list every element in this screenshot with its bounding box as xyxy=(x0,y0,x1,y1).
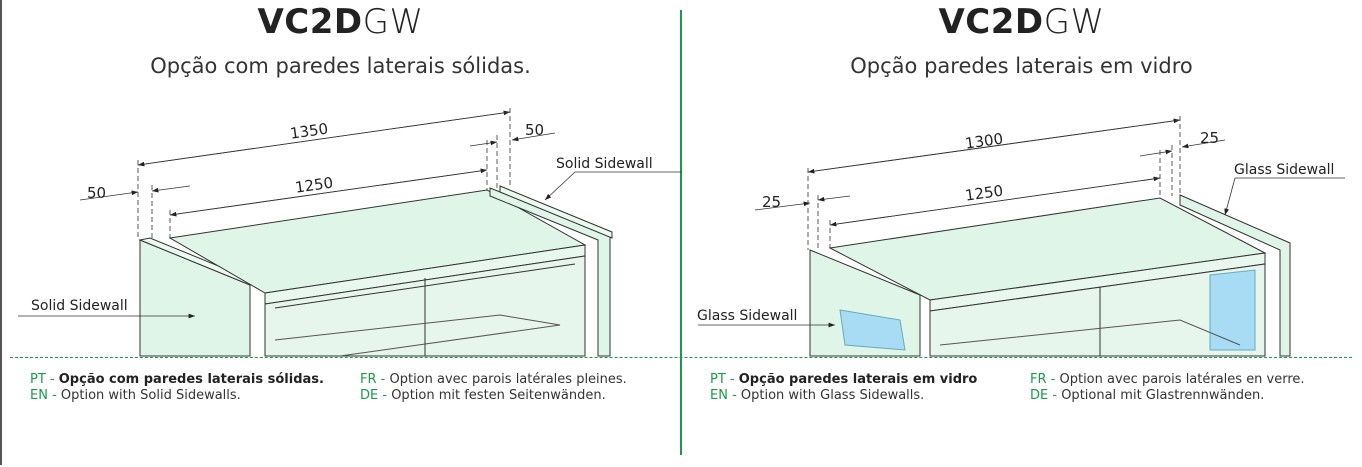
legend-text: Option avec parois latérales pleines. xyxy=(389,372,627,387)
floor-line xyxy=(10,357,1352,358)
left-legend-col2: FR - Option avec parois latérales pleine… xyxy=(360,372,627,404)
right-dim-right-wall: 25 xyxy=(1200,129,1219,147)
left-dim-left-wall: 50 xyxy=(87,184,106,202)
legend-code: DE - xyxy=(360,388,388,403)
legend-text: Option with Solid Sidewalls. xyxy=(60,388,241,403)
legend-code: EN - xyxy=(710,388,737,403)
legend-code: PT - xyxy=(710,372,735,387)
legend-en: EN - Option with Solid Sidewalls. xyxy=(30,388,324,404)
right-legend-col2: FR - Option avec parois latérales en ver… xyxy=(1030,372,1305,404)
legend-code: EN - xyxy=(30,388,57,403)
legend-text: Optional mit Glastrennwänden. xyxy=(1061,388,1265,403)
left-title-light: GW xyxy=(362,2,424,42)
left-dimension-lines xyxy=(18,108,682,319)
left-callout-right: Solid Sidewall xyxy=(556,156,653,172)
left-title-bold: VC2D xyxy=(257,2,363,42)
left-cabinet-drawing xyxy=(138,185,613,357)
left-dim-overall: 1350 xyxy=(289,120,329,143)
left-callout-left: Solid Sidewall xyxy=(31,298,128,314)
legend-code: PT - xyxy=(30,372,55,387)
legend-text: Option mit festen Seitenwänden. xyxy=(391,388,606,403)
left-title: VC2DGW xyxy=(0,2,681,42)
legend-code: DE - xyxy=(1030,388,1058,403)
right-subtitle: Opção paredes laterais em vidro xyxy=(850,54,1193,78)
right-title-light: GW xyxy=(1043,2,1105,42)
right-legend-col1: PT - Opção paredes laterais em vidro EN … xyxy=(710,372,977,404)
legend-text: Opção com paredes laterais sólidas. xyxy=(58,372,324,387)
left-legend-col1: PT - Opção com paredes laterais sólidas.… xyxy=(30,372,324,404)
left-dim-inner: 1250 xyxy=(294,174,334,197)
legend-text: Option with Glass Sidewalls. xyxy=(740,388,925,403)
right-title-bold: VC2D xyxy=(938,2,1044,42)
right-dimension-lines xyxy=(698,116,1345,328)
center-divider xyxy=(680,10,682,455)
legend-pt: PT - Opção com paredes laterais sólidas. xyxy=(30,372,324,388)
left-subtitle: Opção com paredes laterais sólidas. xyxy=(150,54,531,78)
legend-fr: FR - Option avec parois latérales en ver… xyxy=(1030,372,1305,388)
right-callout-left: Glass Sidewall xyxy=(697,308,797,324)
legend-en: EN - Option with Glass Sidewalls. xyxy=(710,388,977,404)
right-cabinet-drawing xyxy=(809,194,1291,357)
legend-code: FR - xyxy=(1030,372,1056,387)
left-dim-right-wall: 50 xyxy=(525,121,544,139)
right-title: VC2DGW xyxy=(681,2,1362,42)
legend-de: DE - Optional mit Glastrennwänden. xyxy=(1030,388,1305,404)
legend-pt: PT - Opção paredes laterais em vidro xyxy=(710,372,977,388)
legend-code: FR - xyxy=(360,372,386,387)
right-dim-left-wall: 25 xyxy=(762,193,781,211)
legend-text: Opção paredes laterais em vidro xyxy=(738,372,978,387)
right-dim-overall: 1300 xyxy=(964,130,1004,153)
legend-fr: FR - Option avec parois latérales pleine… xyxy=(360,372,627,388)
right-dim-inner: 1250 xyxy=(964,182,1004,205)
legend-de: DE - Option mit festen Seitenwänden. xyxy=(360,388,627,404)
legend-text: Option avec parois latérales en verre. xyxy=(1059,372,1305,387)
right-callout-right: Glass Sidewall xyxy=(1234,162,1334,178)
